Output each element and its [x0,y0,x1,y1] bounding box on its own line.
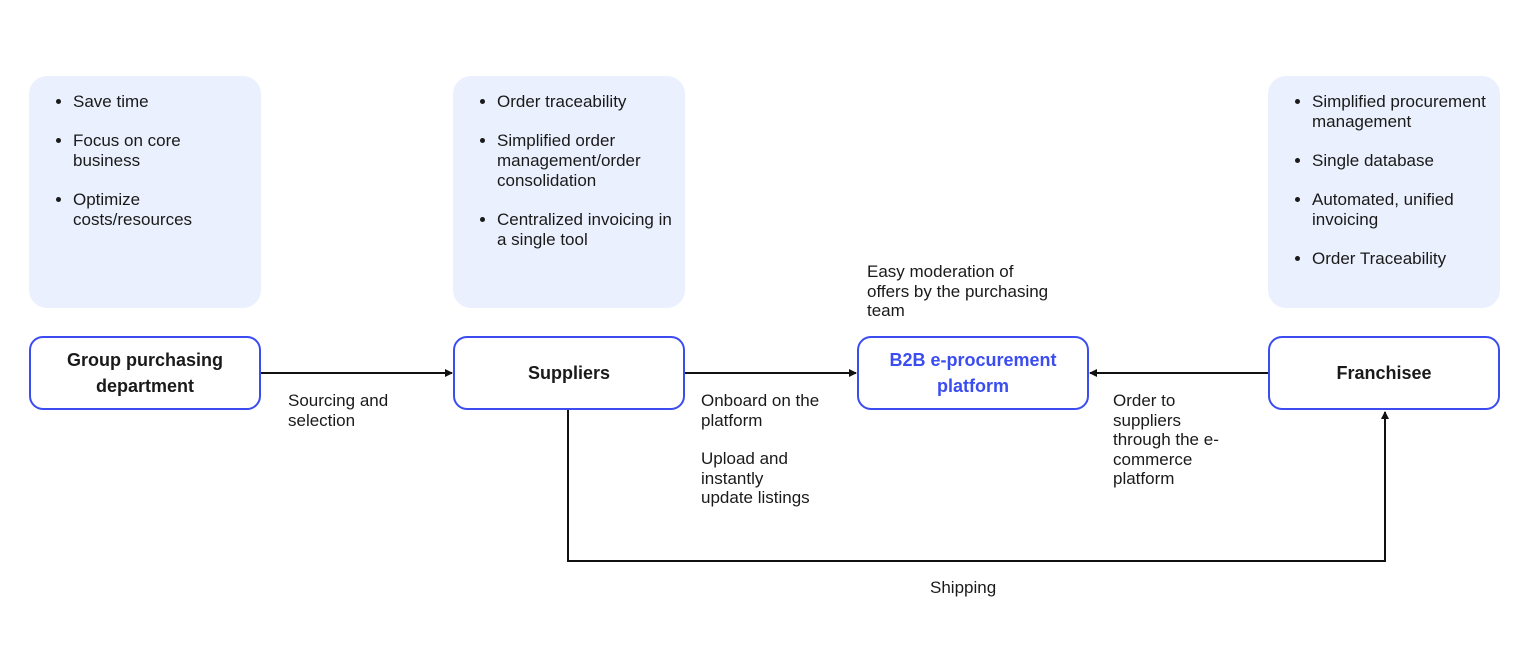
benefit-item: Centralized invoicing in a single tool [497,210,673,250]
label-sourcing: Sourcing and selection [288,391,389,430]
node-label: B2B e-procurement platform [889,350,1057,396]
benefit-item: Save time [73,92,249,112]
node-label: Group purchasing department [66,350,223,396]
arrow-shipping [567,410,1389,562]
benefit-item: Focus on core business [73,131,249,171]
node-group-purchasing: Group purchasing department [29,336,261,410]
group-benefits-list: Save time Focus on core business Optimiz… [53,92,249,230]
node-franchisee: Franchisee [1268,336,1500,410]
label-onboard: Onboard on the platform [701,391,820,430]
node-label: Suppliers [527,363,611,383]
benefit-item: Simplified procurement management [1312,92,1488,132]
node-platform: B2B e-procurement platform [857,336,1089,410]
node-suppliers: Suppliers [453,336,685,410]
benefit-item: Optimize costs/resources [73,190,249,230]
label-moderation: Easy moderation of offers by the purchas… [867,262,1049,320]
group-benefits-box: Save time Focus on core business Optimiz… [29,76,261,308]
benefit-item: Order Traceability [1312,249,1488,269]
franchisee-benefits-list: Simplified procurement management Single… [1292,92,1488,269]
suppliers-benefits-list: Order traceability Simplified order mana… [477,92,673,250]
label-order: Order to suppliers through the e- commer… [1113,391,1219,488]
franchisee-benefits-box: Simplified procurement management Single… [1268,76,1500,308]
benefit-item: Single database [1312,151,1488,171]
benefit-item: Order traceability [497,92,673,112]
label-shipping: Shipping [930,578,997,597]
suppliers-benefits-box: Order traceability Simplified order mana… [453,76,685,308]
benefit-item: Automated, unified invoicing [1312,190,1488,230]
benefit-item: Simplified order management/order consol… [497,131,673,191]
label-upload: Upload and instantly update listings [701,449,810,507]
node-label: Franchisee [1336,363,1432,383]
